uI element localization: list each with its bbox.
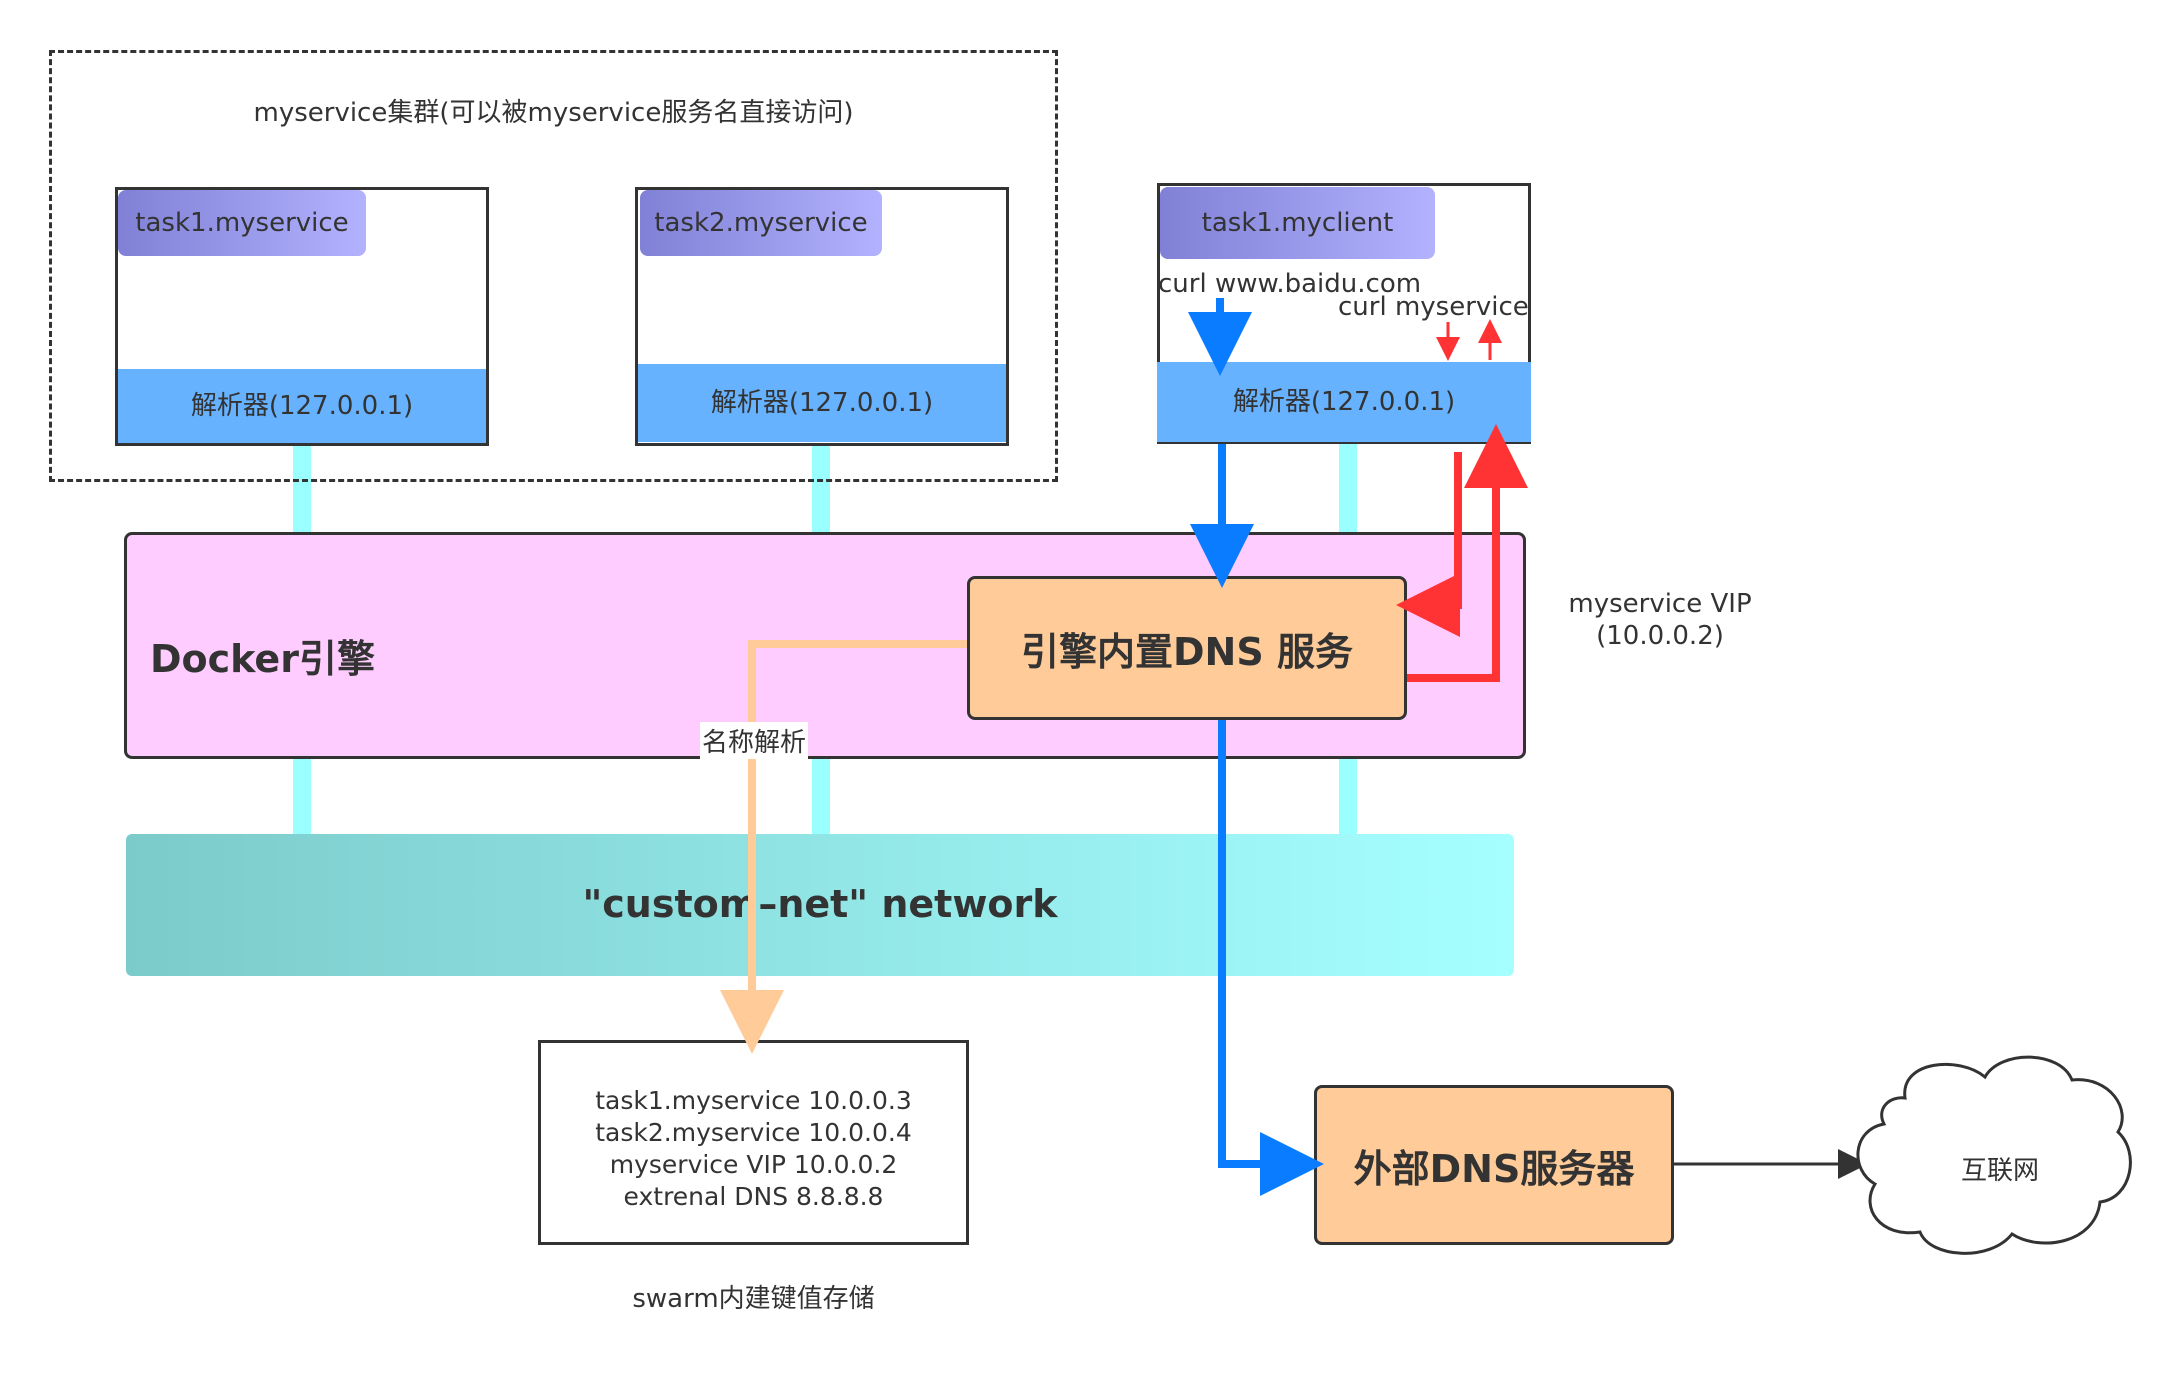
builtin-dns-service: 引擎内置DNS 服务	[967, 576, 1407, 720]
task2-myservice-tag: task2.myservice	[640, 190, 882, 256]
internet-label: 互联网	[1960, 1156, 2039, 1186]
kv-entry: extrenal DNS 8.8.8.8	[623, 1182, 884, 1211]
kv-store-caption: swarm内建键值存储	[632, 1284, 875, 1314]
curl-service-label: curl myservice	[1338, 292, 1529, 322]
task1-myservice-resolver: 解析器(127.0.0.1)	[118, 369, 486, 443]
custom-net-network	[126, 834, 1514, 976]
link-client-lower	[1339, 759, 1357, 834]
curl-external-label: curl www.baidu.com	[1158, 269, 1422, 299]
kv-entry: task2.myservice 10.0.0.4	[595, 1118, 912, 1147]
link-task2-lower	[812, 759, 830, 834]
orange-arrow-dns-to-kv	[720, 640, 967, 1054]
docker-engine-label: Docker引擎	[150, 637, 375, 681]
myservice-cluster	[49, 50, 1058, 482]
red-arrow-dns-to-resolver	[1407, 424, 1528, 682]
red-arrow-resolver-to-dns	[1396, 452, 1462, 637]
link-client-upper	[1339, 444, 1357, 532]
name-resolution-label: 名称解析	[700, 722, 809, 759]
link-task1-upper	[293, 444, 311, 532]
network-label: "custom–net" network	[582, 882, 1058, 926]
link-task1-lower	[293, 759, 311, 834]
external-dns-label: 外部DNS服务器	[1353, 1146, 1635, 1191]
internet-cloud-icon	[1856, 1055, 2132, 1255]
link-task2-upper	[812, 444, 830, 532]
task1-myclient-tag: task1.myclient	[1160, 187, 1435, 259]
task2-myservice-resolver: 解析器(127.0.0.1)	[638, 364, 1006, 442]
vip-line2: (10.0.0.2)	[1596, 621, 1724, 651]
blue-arrow-dns-to-external	[1218, 720, 1324, 1196]
myservice-vip-label: myservice VIP (10.0.0.2)	[1560, 588, 1760, 652]
kv-entry: task1.myservice 10.0.0.3	[595, 1086, 912, 1115]
builtin-dns-label: 引擎内置DNS 服务	[1021, 629, 1353, 674]
cluster-label: myservice集群(可以被myservice服务名直接访问)	[253, 98, 854, 128]
task1-myservice-tag: task1.myservice	[118, 190, 366, 256]
swarm-kv-store: task1.myservice 10.0.0.3 task2.myservice…	[538, 1040, 969, 1245]
kv-entry: myservice VIP 10.0.0.2	[609, 1150, 898, 1179]
vip-line1: myservice VIP	[1568, 589, 1752, 619]
